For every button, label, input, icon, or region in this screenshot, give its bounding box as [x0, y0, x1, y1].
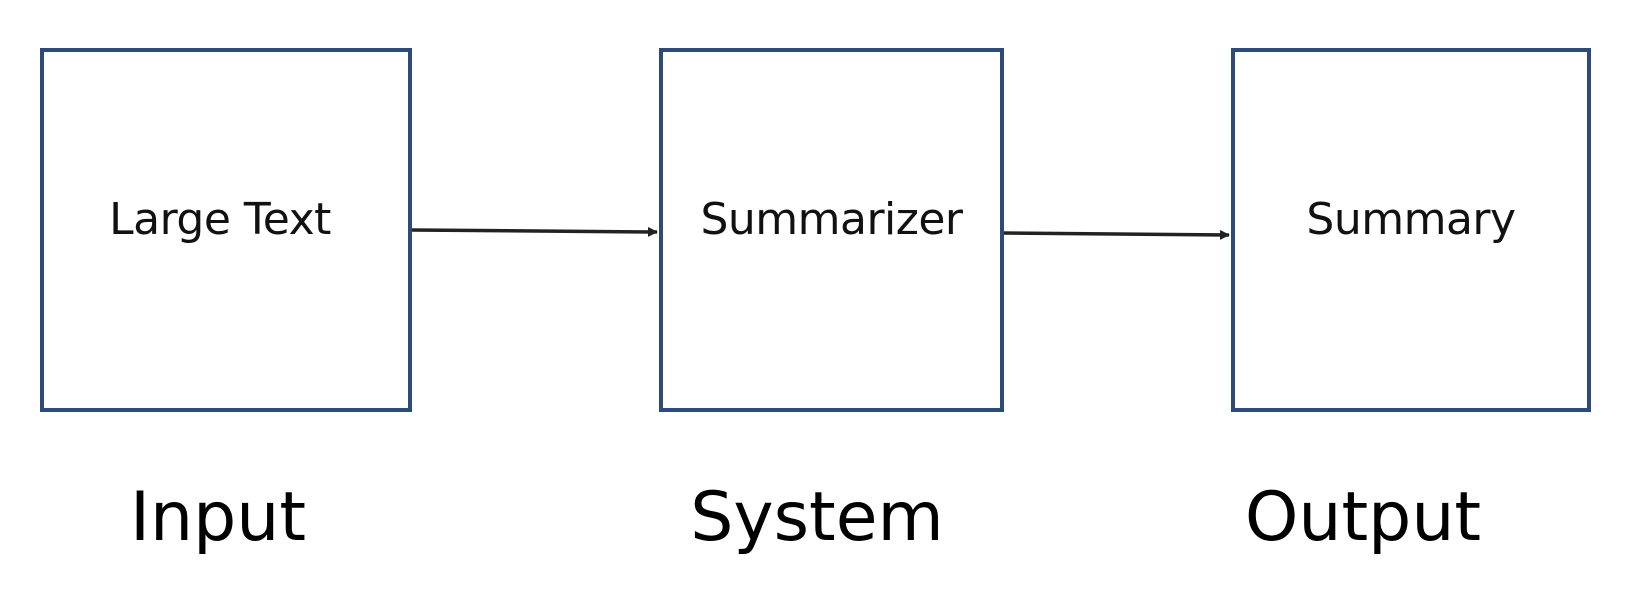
- output-node-label: Summary: [1306, 193, 1516, 245]
- input-caption: Input: [129, 478, 307, 557]
- system-node-label: Summarizer: [700, 193, 963, 245]
- input-node-label: Large Text: [109, 193, 331, 245]
- arrow-input-to-system: [411, 226, 658, 237]
- system-node-box: Summarizer: [659, 48, 1004, 412]
- input-node-box: Large Text: [40, 48, 412, 412]
- arrow-system-to-output: [1003, 229, 1230, 240]
- output-caption: Output: [1244, 478, 1482, 557]
- system-caption: System: [690, 478, 944, 557]
- output-node-box: Summary: [1231, 48, 1591, 412]
